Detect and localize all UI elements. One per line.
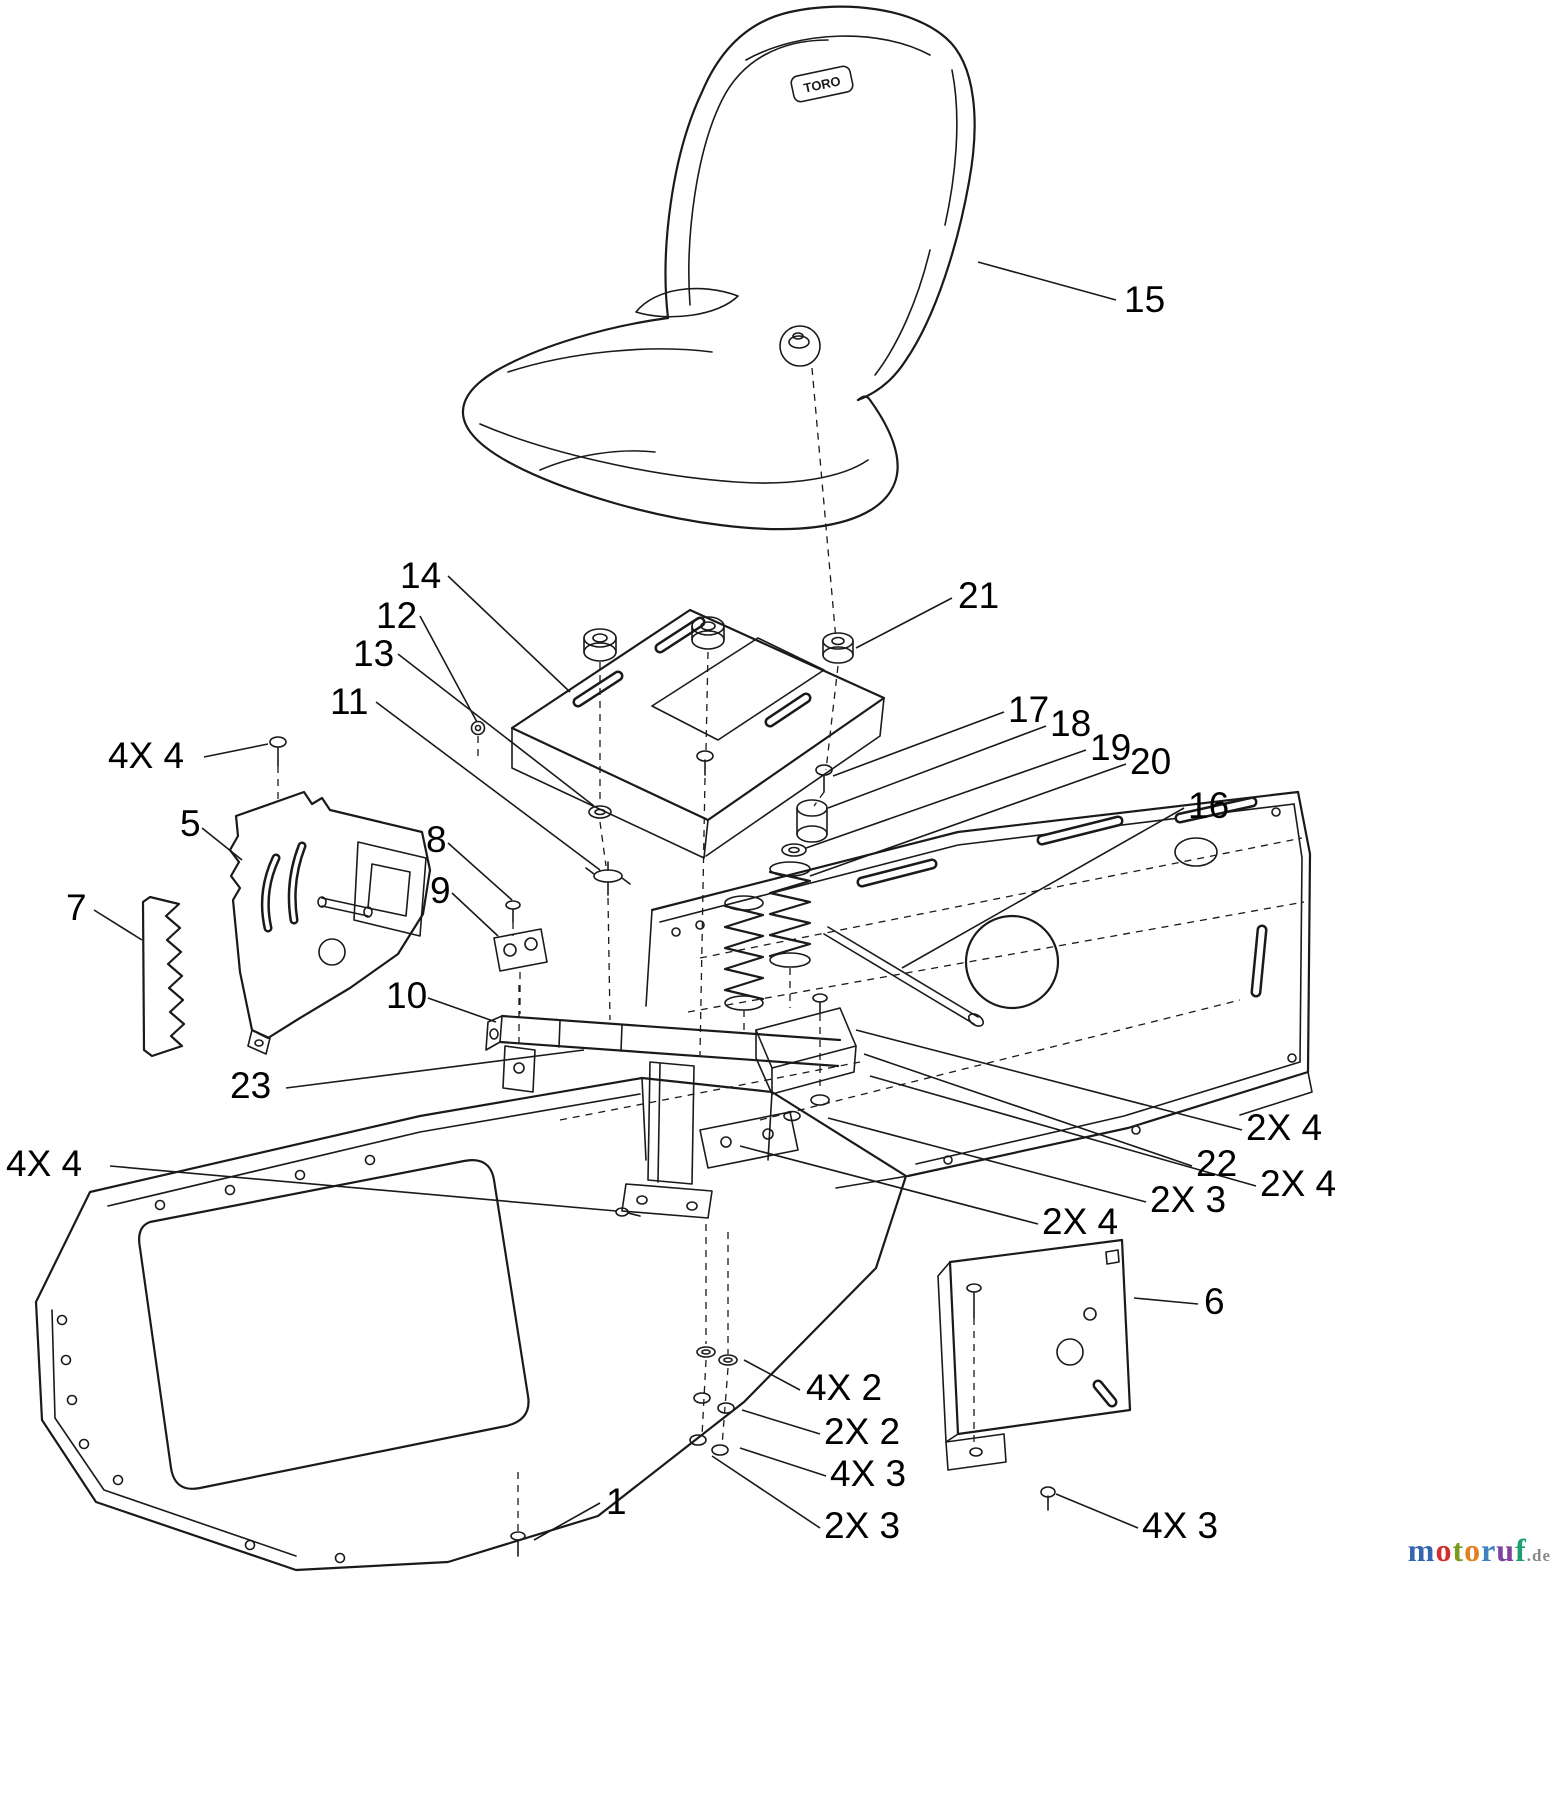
callout-22: 22 [1196, 1143, 1237, 1184]
callout-qty-2x3-a: 2X 3 [1150, 1179, 1226, 1220]
callout-5: 5 [180, 803, 201, 844]
callout-qty-4x2: 4X 2 [806, 1367, 882, 1408]
logo-letter: o [1464, 1532, 1482, 1568]
right-bracket [937, 1238, 1132, 1511]
motoruf-logo: motoruf.de [1408, 1534, 1551, 1566]
callout-12: 12 [376, 595, 417, 636]
callout-9: 9 [430, 870, 451, 911]
washer-12 [470, 720, 486, 736]
logo-letter: o [1435, 1532, 1453, 1568]
spring-mount-bracket [755, 993, 857, 1122]
seat-brand-text: TORO [802, 73, 842, 95]
plate-nut-left [583, 628, 617, 662]
adjustment-rod [823, 926, 985, 1027]
callout-qty-4x3-b: 4X 3 [1142, 1505, 1218, 1546]
callout-19: 19 [1090, 727, 1131, 768]
washer-13 [588, 805, 612, 819]
callout-15: 15 [1124, 279, 1165, 320]
logo-letter: t [1452, 1532, 1465, 1568]
suspension-spring-stack [723, 764, 833, 1034]
seat-mount-plate [470, 608, 886, 1056]
callout-11: 11 [330, 681, 368, 722]
callout-qty-2x4-c: 2X 4 [1042, 1201, 1118, 1242]
seat: TORO [461, 5, 976, 641]
callout-qty-2x4-b: 2X 4 [1260, 1163, 1336, 1204]
callout-16: 16 [1188, 785, 1229, 826]
callout-labels: 15 21 14 12 13 11 17 18 19 20 16 4X 4 5 … [6, 279, 1336, 1546]
callout-1: 1 [606, 1481, 627, 1522]
callout-18: 18 [1050, 703, 1091, 744]
callout-qty-4x4-left: 4X 4 [6, 1143, 82, 1184]
toothed-rack [141, 895, 186, 1058]
logo-tld: .de [1526, 1546, 1551, 1565]
seat-crossbar [485, 985, 842, 1354]
callout-qty-4x4-top: 4X 4 [108, 735, 184, 776]
callout-8: 8 [426, 819, 447, 860]
logo-letter: f [1515, 1532, 1527, 1568]
left-bracket-assembly [228, 790, 548, 1055]
locknut-21 [822, 632, 854, 771]
callout-6: 6 [1204, 1281, 1225, 1322]
knob-11 [585, 861, 631, 896]
seat-brand-badge: TORO [790, 65, 854, 103]
logo-letter: r [1481, 1532, 1497, 1568]
callout-qty-2x3-b: 2X 3 [824, 1505, 900, 1546]
callout-10: 10 [386, 975, 427, 1016]
callout-23: 23 [230, 1065, 271, 1106]
callout-14: 14 [400, 555, 441, 596]
callout-qty-4x3-a: 4X 3 [830, 1453, 906, 1494]
logo-letter: u [1496, 1532, 1516, 1568]
plate-nut-right [691, 616, 725, 650]
logo-letter: m [1407, 1532, 1436, 1568]
callout-21: 21 [958, 575, 999, 616]
callout-7: 7 [66, 887, 87, 928]
hardware-fasteners [269, 736, 738, 1557]
chassis-frame-right [645, 790, 1313, 1189]
chassis-frame-left [34, 1061, 908, 1572]
callout-13: 13 [353, 633, 394, 674]
leader-lines [93, 261, 1257, 1541]
callout-20: 20 [1130, 741, 1171, 782]
callout-17: 17 [1008, 689, 1049, 730]
callout-qty-2x2: 2X 2 [824, 1411, 900, 1452]
callout-qty-2x4-a: 2X 4 [1246, 1107, 1322, 1148]
